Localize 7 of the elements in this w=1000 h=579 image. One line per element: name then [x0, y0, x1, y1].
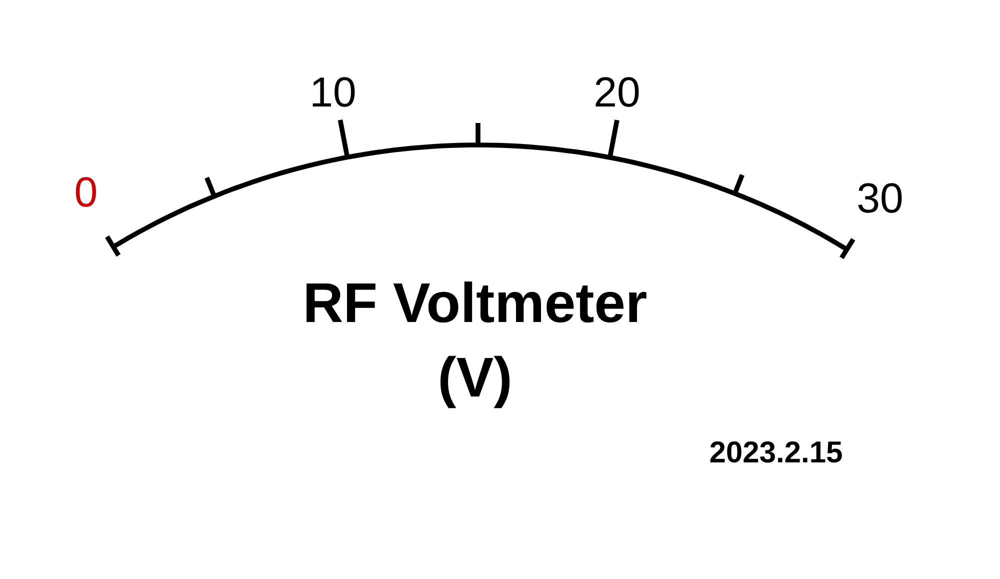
scale-number: 20 [596, 77, 639, 107]
scale-number: 30 [858, 183, 902, 213]
scale-number: 0 [76, 177, 96, 207]
scale-number: 10 [312, 77, 355, 107]
meter-title: RF Voltmeter [306, 281, 646, 323]
date-label: 2023.2.15 [710, 441, 842, 463]
unit-label: (V) [440, 356, 510, 408]
